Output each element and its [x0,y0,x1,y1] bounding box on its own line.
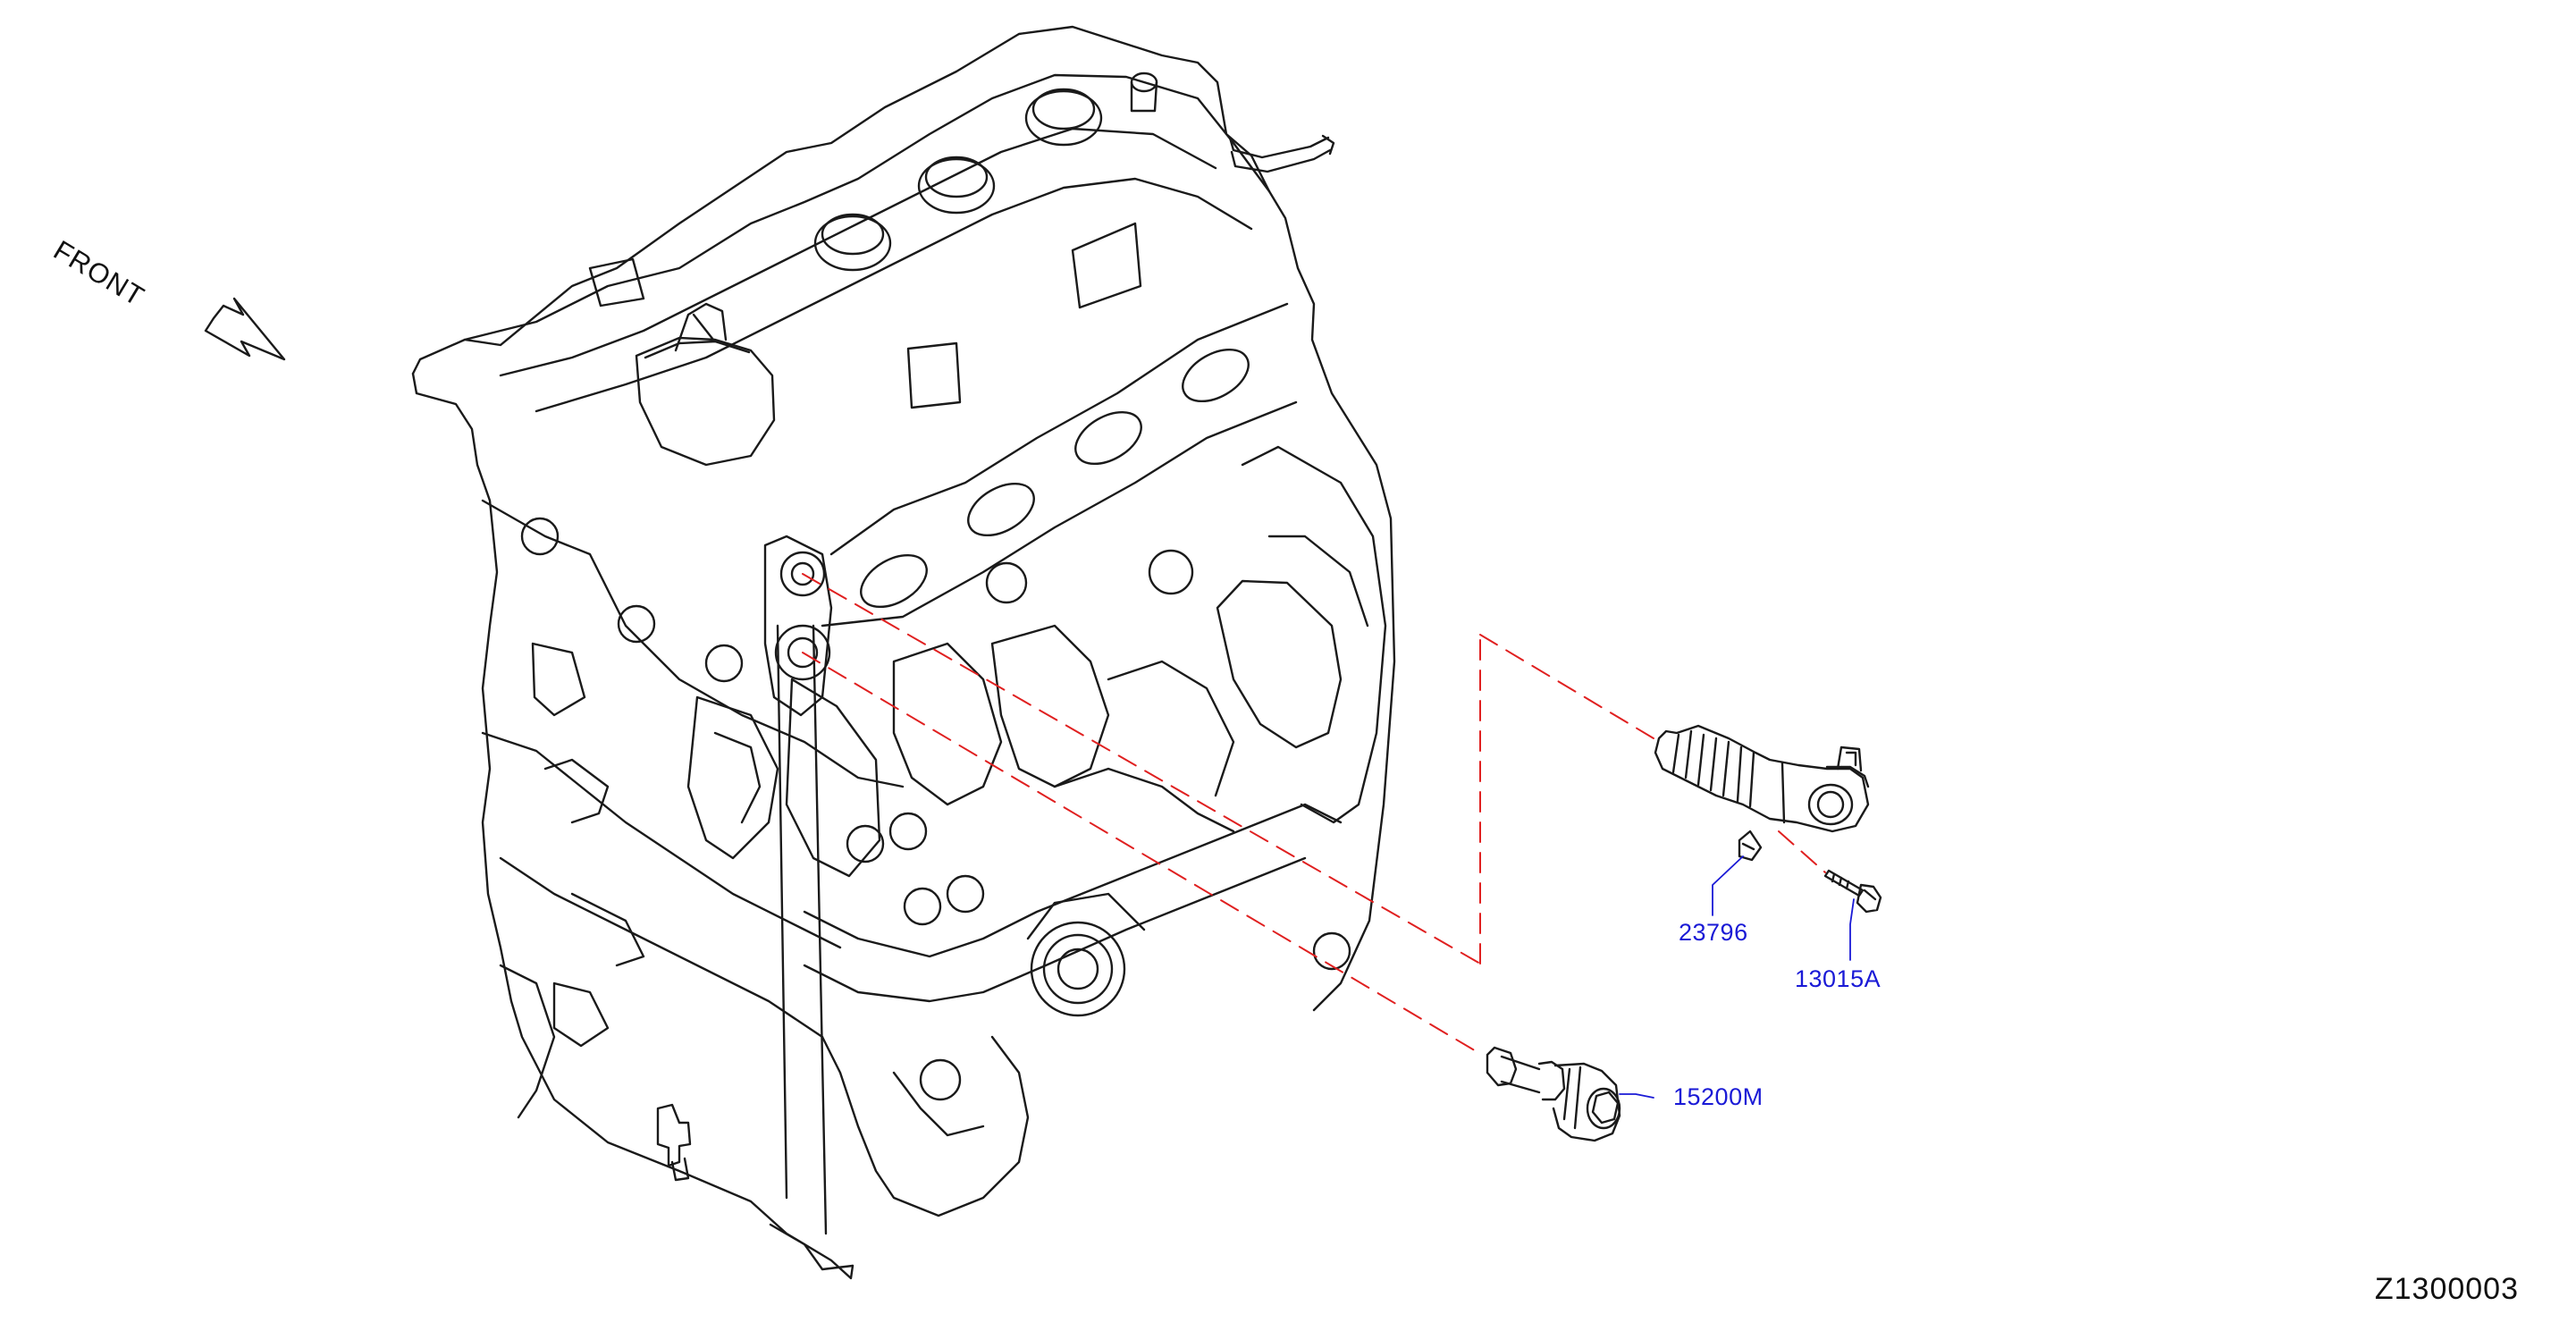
front-arrow-icon [204,297,286,361]
leader-lines [1619,855,1855,1099]
part-number-15200m[interactable]: 15200M [1673,1083,1764,1110]
bolt-13015a [1823,869,1882,914]
part-number-13015a[interactable]: 13015A [1795,965,1881,992]
oil-strainer-plug [1486,1046,1621,1142]
assembly-dashed-lines [802,573,1826,1056]
diagram-id: Z1300003 [2374,1272,2519,1306]
oil-control-solenoid [1654,724,1870,862]
engine-block [411,25,1396,1280]
part-number-23796[interactable]: 23796 [1679,919,1748,946]
